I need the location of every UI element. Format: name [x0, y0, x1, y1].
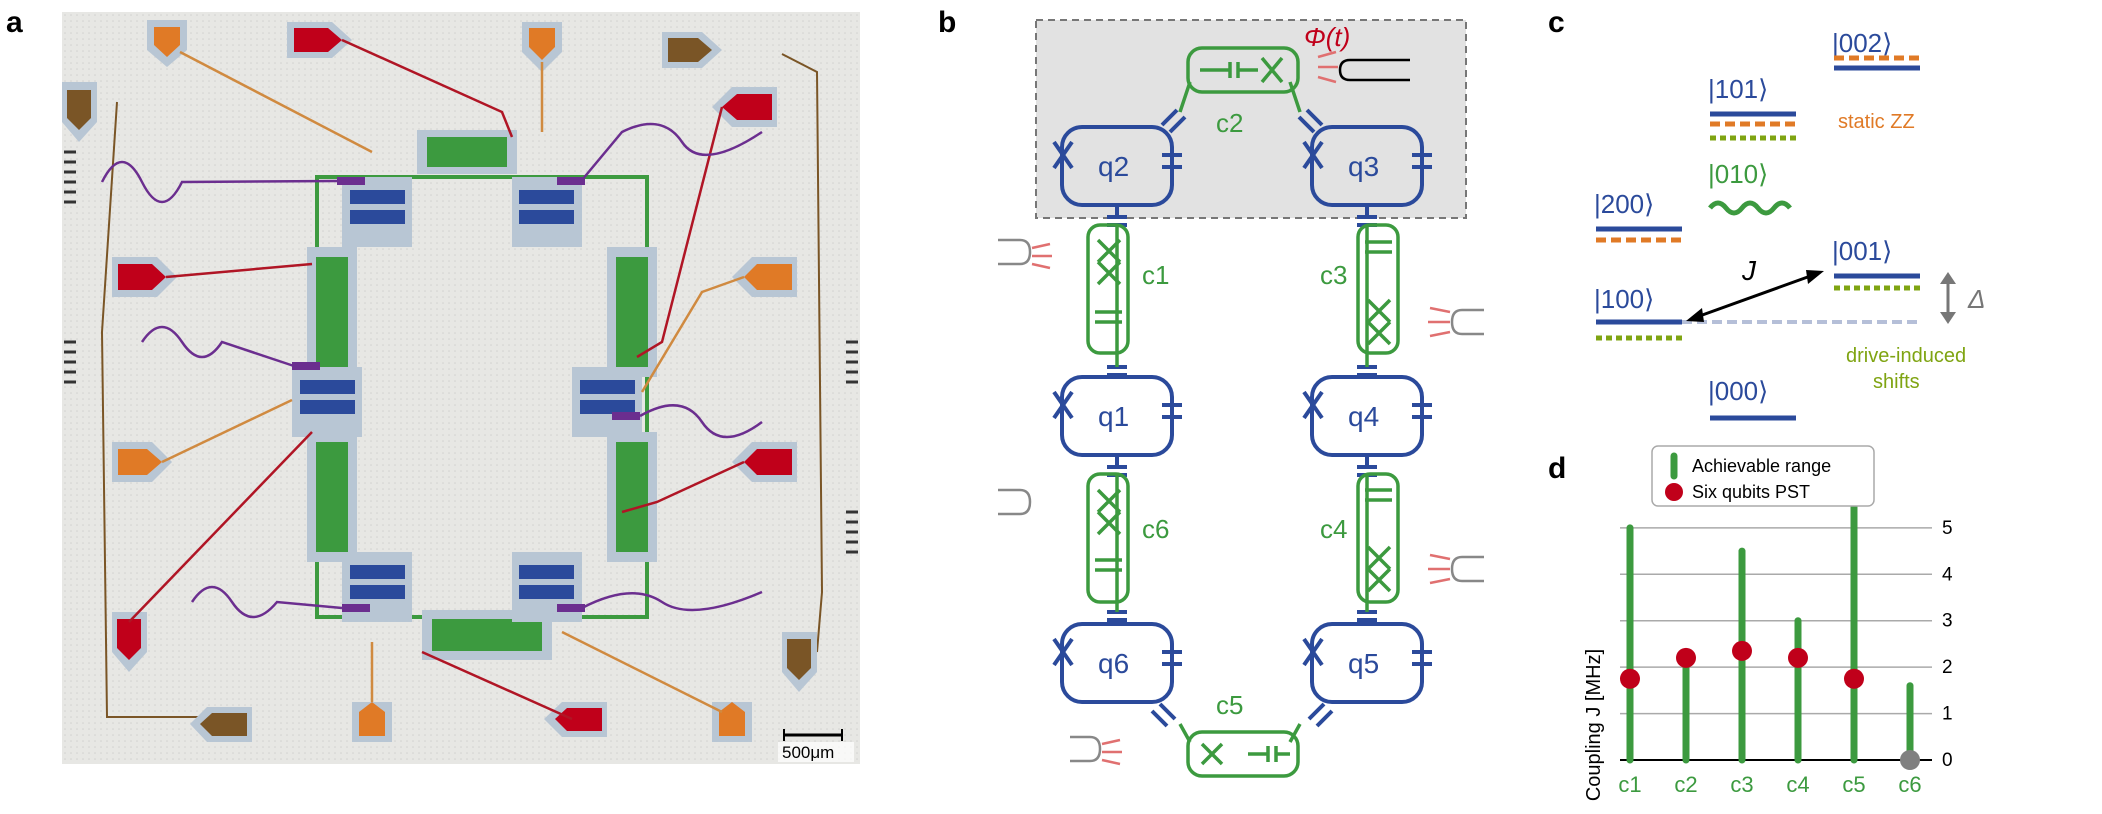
control-lines	[100, 38, 763, 721]
qubit-label-q2: q2	[1098, 151, 1129, 182]
qubit-label-q6: q6	[1098, 648, 1129, 679]
y-tick-label: 5	[1942, 518, 1953, 539]
coupler-label-c6: c6	[1142, 514, 1169, 544]
qubit-label-q4: q4	[1348, 401, 1379, 432]
x-tick-label-c2: c2	[1674, 772, 1697, 797]
scale-bar-label: 500μm	[782, 743, 834, 762]
pst-point-c3	[1732, 640, 1752, 661]
qubit-labels: q2 q3 q1 q4 q6 q5	[1098, 151, 1379, 679]
x-tick-label-c1: c1	[1618, 772, 1641, 797]
flux-lines	[998, 50, 1484, 766]
qubit-label-q1: q1	[1098, 401, 1129, 432]
chip-ring	[292, 130, 657, 660]
energy-level-diagram: |002⟩ |101⟩ |010⟩ |200⟩ |001⟩ |100⟩ |000…	[1594, 28, 1985, 421]
coupler-label-c5: c5	[1216, 690, 1243, 720]
qubit-label-q3: q3	[1348, 151, 1379, 182]
level-000: |000⟩	[1708, 376, 1768, 406]
y-tick-label: 0	[1942, 750, 1953, 771]
x-tick-label-c3: c3	[1730, 772, 1753, 797]
coupler-label-c3: c3	[1320, 260, 1347, 290]
drive-shift-label-1: drive-induced	[1846, 345, 1966, 367]
level-100: |100⟩	[1594, 284, 1654, 314]
pst-point-c1	[1620, 668, 1640, 689]
chart-legend: Achievable range Six qubits PST	[1651, 445, 1875, 507]
coupler-circuits	[1086, 46, 1400, 778]
delta-label: Δ	[1967, 284, 1985, 314]
chart-grid	[1620, 527, 1932, 761]
pst-point-c5	[1844, 668, 1864, 689]
level-lines	[1596, 55, 1920, 421]
level-001: |001⟩	[1832, 236, 1892, 266]
panel-d-label: d	[1548, 452, 1567, 485]
y-tick-label: 4	[1942, 564, 1953, 585]
level-002: |002⟩	[1832, 28, 1892, 58]
x-tick-label-c6: c6	[1898, 772, 1921, 797]
qubit-label-q5: q5	[1348, 648, 1379, 679]
legend-pst-label: Six qubits PST	[1692, 482, 1810, 502]
level-010: |010⟩	[1708, 159, 1768, 189]
coupling-chart: 0 1 2 3 4 5 c1 c2 c3 c4 c5 c6 Coupling J [MHz] Ach…	[1583, 445, 1953, 801]
coupling-J-label: J	[1741, 255, 1757, 286]
legend-range-label: Achievable range	[1692, 456, 1831, 476]
y-tick-label: 2	[1942, 657, 1953, 678]
static-zz-label: static ZZ	[1838, 111, 1915, 133]
panel-c-label: c	[1548, 6, 1565, 39]
y-tick-label: 1	[1942, 704, 1953, 725]
level-labels: |002⟩ |101⟩ |010⟩ |200⟩ |001⟩ |100⟩ |000…	[1594, 28, 1892, 406]
chart-categories: c1 c2 c3 c4 c5 c6	[1618, 772, 1921, 797]
y-axis-label: Coupling J [MHz]	[1583, 649, 1605, 801]
coupler-label-c4: c4	[1320, 514, 1347, 544]
x-tick-label-c5: c5	[1842, 772, 1865, 797]
pst-point-c6	[1900, 750, 1920, 770]
coupler-label-c2: c2	[1216, 108, 1243, 138]
circuit-schematic: q2 q3 q1 q4 q6 q5 c2 c1 c3 c6 c4 c5 Φ(t)	[998, 19, 1484, 778]
pst-point-c2	[1676, 647, 1696, 668]
coupler-label-c1: c1	[1142, 260, 1169, 290]
highlight-box	[1035, 19, 1467, 219]
chart-ticks: 0 1 2 3 4 5	[1942, 518, 1953, 771]
x-tick-label-c4: c4	[1786, 772, 1809, 797]
panel-a-label: a	[6, 6, 23, 39]
legend-pst-swatch	[1665, 483, 1683, 501]
coupler-labels: c2 c1 c3 c6 c4 c5	[1142, 108, 1347, 720]
level-101: |101⟩	[1708, 74, 1768, 104]
coupling-arrow	[1693, 272, 1817, 320]
edge-bondpads	[64, 150, 858, 554]
drive-shift-label-2: shifts	[1873, 371, 1920, 393]
pst-point-c4	[1788, 647, 1808, 668]
chip-micrograph: 500μm	[62, 12, 860, 764]
panel-b-label: b	[938, 6, 957, 39]
chart-bars	[1620, 496, 1920, 770]
level-200: |200⟩	[1594, 189, 1654, 219]
flux-phi-label: Φ(t)	[1304, 22, 1350, 52]
y-tick-label: 3	[1942, 611, 1953, 632]
